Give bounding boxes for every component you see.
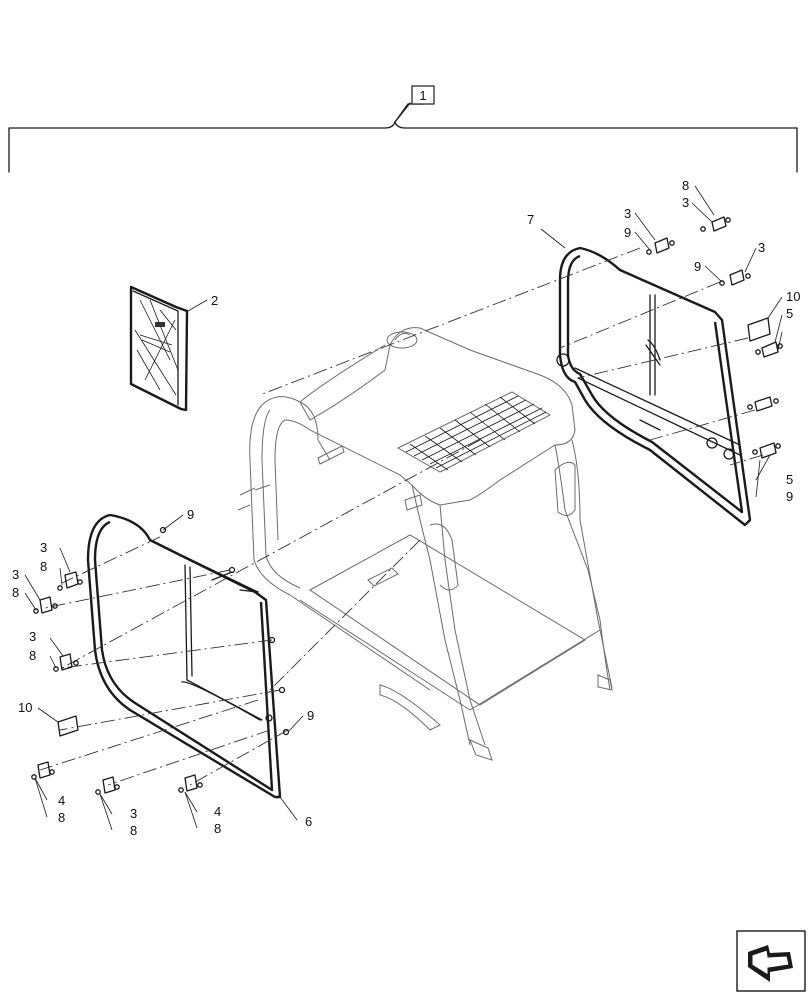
- callout-3: 3: [12, 567, 19, 582]
- leader-lines: [24, 185, 783, 831]
- assembly-bracket: [8, 102, 798, 173]
- callout-8: 8: [40, 559, 47, 574]
- callout-3: 3: [40, 540, 47, 555]
- callout-3: 3: [624, 206, 631, 221]
- hinges-right: [646, 216, 783, 459]
- callout-9: 9: [624, 225, 631, 240]
- callout-8: 8: [130, 823, 137, 838]
- cab-frame: [237, 327, 613, 761]
- projection-lines: [39, 247, 764, 786]
- right-door: [556, 246, 752, 527]
- callout-9: 9: [187, 507, 194, 522]
- callout-8: 8: [682, 178, 689, 193]
- callout-5: 5: [786, 306, 793, 321]
- callout-3: 3: [682, 195, 689, 210]
- hinges-left: [31, 526, 290, 795]
- callout-5: 5: [786, 472, 793, 487]
- callout-labels: 7 8 3 3 9 9 3 10 5 5 9 2 9 3 8 3 8 3 8 1…: [12, 178, 800, 838]
- callout-9: 9: [694, 259, 701, 274]
- callout-7: 7: [527, 212, 534, 227]
- callout-8: 8: [29, 648, 36, 663]
- callout-9: 9: [307, 708, 314, 723]
- assembly-item-box: 1: [411, 85, 435, 105]
- roof-vent-grid: [405, 395, 547, 471]
- callout-3: 3: [130, 806, 137, 821]
- callout-10: 10: [18, 700, 32, 715]
- assembly-item-label: 1: [419, 88, 426, 103]
- callout-9: 9: [786, 489, 793, 504]
- callout-3: 3: [29, 629, 36, 644]
- callout-8: 8: [12, 585, 19, 600]
- callout-8: 8: [58, 810, 65, 825]
- callout-8: 8: [214, 821, 221, 836]
- callout-4: 4: [58, 793, 65, 808]
- callout-4: 4: [214, 804, 221, 819]
- next-page-arrow-icon[interactable]: [736, 930, 806, 992]
- operator-manual: [129, 285, 189, 412]
- callout-6: 6: [305, 814, 312, 829]
- callout-3: 3: [758, 240, 765, 255]
- callout-10: 10: [786, 289, 800, 304]
- door-seal-10-left: [57, 715, 79, 737]
- left-door: [86, 513, 282, 799]
- callout-2: 2: [211, 293, 218, 308]
- door-seal-10-right: [747, 317, 771, 342]
